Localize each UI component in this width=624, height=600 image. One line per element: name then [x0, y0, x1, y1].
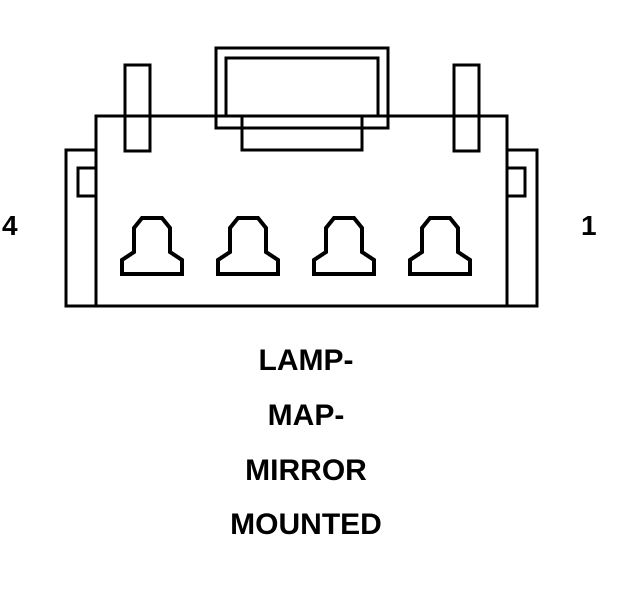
connector-post-left	[123, 63, 152, 153]
connector-latch-window	[224, 56, 380, 118]
connector-latch	[214, 46, 390, 130]
connector-housing	[94, 114, 509, 308]
pin-number-4-label: 4	[2, 210, 18, 241]
caption-line-1: LAMP-	[258, 344, 354, 377]
caption-line-3: MIRROR	[245, 454, 367, 487]
connector-notch-right	[505, 166, 527, 198]
caption-line-4: MOUNTED	[230, 508, 382, 541]
terminal-cavity	[120, 216, 184, 276]
terminal-cavity	[216, 216, 280, 276]
terminal-cavity	[312, 216, 376, 276]
connector-flange-left	[64, 148, 98, 308]
terminal-cavity	[408, 216, 472, 276]
connector-flange-right	[505, 148, 539, 308]
caption-line-2: MAP-	[267, 399, 345, 432]
pin-number-1-label: 1	[581, 210, 597, 241]
connector-post-right	[452, 63, 481, 153]
connector-notch-left	[76, 166, 98, 198]
